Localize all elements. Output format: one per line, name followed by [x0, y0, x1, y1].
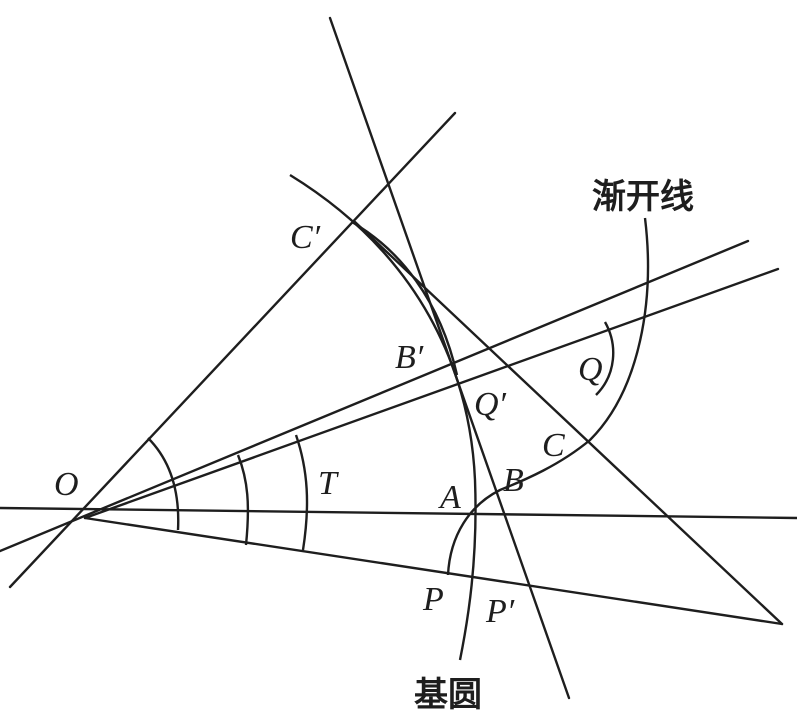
base-circle-arc [289, 173, 477, 661]
label-c-prime: C′ [290, 219, 321, 256]
label-t: T [318, 465, 339, 502]
label-a: A [438, 479, 461, 516]
label-q: Q [578, 351, 603, 388]
label-base-circle: 基圆 [414, 675, 482, 715]
angle-arc-1 [147, 437, 180, 531]
label-b-prime: B′ [395, 339, 424, 376]
angle-arc-3 [294, 434, 309, 551]
label-p-prime: P′ [485, 593, 515, 630]
line-o-upper-ray-1 [0, 239, 750, 553]
label-b: B [503, 462, 524, 499]
label-q-prime: Q′ [474, 386, 507, 423]
involute-curve-main [446, 217, 650, 576]
label-involute: 渐开线 [592, 177, 694, 217]
label-p: P [422, 581, 444, 618]
line-o-to-c-prime [8, 111, 457, 589]
horizontal-line [0, 506, 797, 520]
label-o: O [54, 466, 79, 503]
line-o-to-p-lower [83, 516, 784, 626]
tangent-line-c-prime-to-c [353, 220, 784, 626]
label-c: C [542, 427, 565, 464]
line-o-upper-ray-2 [83, 267, 780, 520]
involute-curve-b-prime [351, 220, 459, 376]
angle-arc-q [595, 321, 615, 396]
angle-arc-2 [236, 454, 250, 546]
